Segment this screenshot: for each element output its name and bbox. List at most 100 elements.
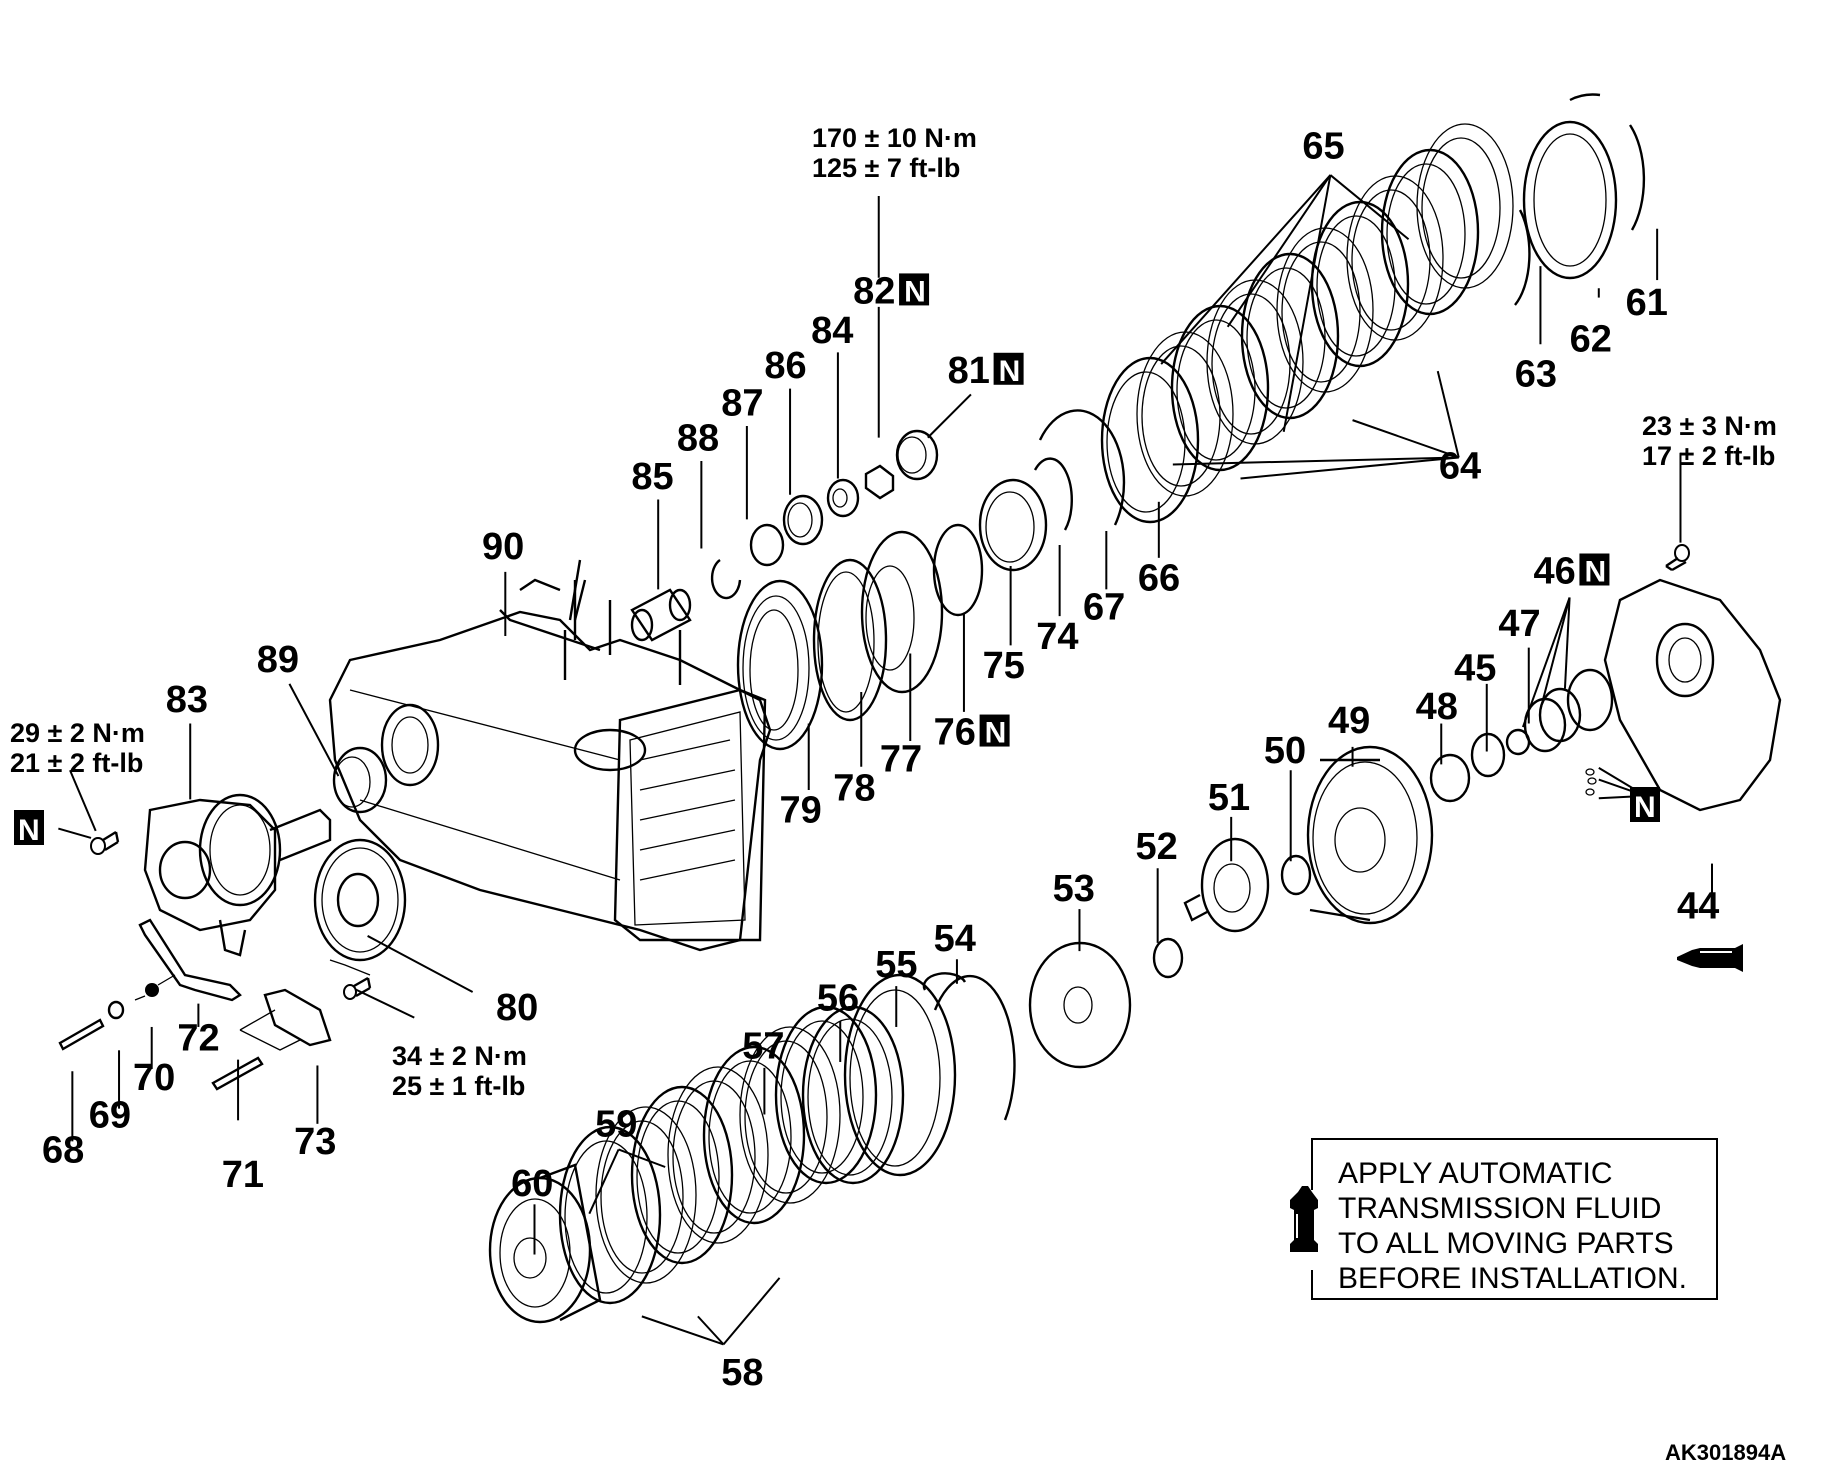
part-77-spring-retainer	[860, 530, 944, 694]
callout-44: 44	[1677, 885, 1719, 927]
callout-89: 89	[257, 639, 299, 681]
callout-number: 72	[177, 1017, 219, 1059]
new-part-marker-text: N	[904, 275, 926, 308]
clutch-plate	[702, 1045, 806, 1225]
callout-number: 87	[721, 382, 763, 424]
clutch-plate-inner	[1281, 241, 1361, 383]
callout-78: 78	[833, 768, 875, 810]
part-78-piston	[812, 558, 888, 722]
svg-text:N: N	[1634, 791, 1656, 824]
callout-number: 53	[1053, 868, 1095, 910]
new-part-marker-44-o-rings: N	[1630, 787, 1660, 824]
callout-number: 79	[780, 790, 822, 832]
part-55-piston	[843, 973, 957, 1177]
callout-51: 51	[1208, 777, 1250, 819]
callout-64: 64	[1439, 445, 1481, 487]
callout-number: 46	[1533, 551, 1575, 593]
callout-73: 73	[294, 1121, 336, 1163]
torque-83-imperial: 21 ± 2 ft-lb	[10, 748, 143, 778]
callout-87: 87	[721, 382, 763, 424]
leader-line	[367, 935, 474, 993]
callout-58: 58	[721, 1352, 763, 1394]
callout-60: 60	[511, 1163, 553, 1205]
new-part-marker	[899, 273, 930, 306]
part-83-differential	[143, 793, 332, 957]
leader-line	[722, 1277, 781, 1346]
callout-number: 69	[89, 1094, 131, 1136]
leader-line	[1521, 597, 1571, 728]
torque-80-imperial: 25 ± 1 ft-lb	[392, 1071, 525, 1101]
part-82-lock-nut	[864, 464, 895, 500]
callout-number: 52	[1135, 826, 1177, 868]
callout-number: 57	[742, 1025, 784, 1067]
torque-80-metric: 34 ± 2 N·m	[392, 1041, 527, 1071]
leader-line	[1539, 597, 1571, 710]
callout-number: 75	[983, 645, 1025, 687]
callout-number: 47	[1498, 603, 1540, 645]
clutch-plate	[1136, 331, 1234, 497]
clutch-plate	[1416, 123, 1514, 289]
part-44-rear-cover	[1603, 578, 1782, 812]
clutch-plate-inner	[1421, 137, 1501, 279]
callout-62: 62	[1570, 318, 1612, 360]
part-62-reaction-plate	[1522, 120, 1618, 280]
callout-57: 57	[742, 1025, 784, 1067]
callout-number: 49	[1328, 700, 1370, 742]
callout-number: 58	[721, 1352, 763, 1394]
leader-line	[1436, 370, 1460, 458]
part-64-66-clutch-pack	[1100, 123, 1514, 524]
leader-line	[641, 1315, 724, 1346]
part-85-sleeve	[630, 588, 692, 642]
callout-number: 86	[764, 345, 806, 387]
callout-84: 84	[811, 310, 853, 352]
callout-68: 68	[42, 1129, 84, 1171]
part-90-transmission-case	[328, 559, 772, 952]
part-86-bearing-race	[782, 494, 824, 546]
torque-spec-80-bolt: 34 ± 2 N·m 25 ± 1 ft-lb	[392, 1041, 527, 1101]
callout-61: 61	[1626, 282, 1668, 324]
clutch-plate	[1206, 279, 1304, 445]
callout-number: 59	[595, 1104, 637, 1146]
leader-line	[1240, 456, 1459, 480]
callout-number: 63	[1515, 353, 1557, 395]
callout-number: 55	[875, 944, 917, 986]
part-71-pin	[211, 1056, 264, 1091]
torque-82-metric: 170 ± 10 N·m	[812, 123, 977, 153]
callout-number: 66	[1138, 558, 1180, 600]
part-51-hub	[1183, 837, 1270, 933]
callout-56: 56	[817, 978, 859, 1020]
callout-number: 74	[1036, 616, 1078, 658]
clutch-plate-inner	[708, 1060, 792, 1214]
part-81-cap	[895, 429, 939, 481]
callout-number: 48	[1416, 686, 1458, 728]
new-part-marker-text: N	[1584, 556, 1606, 589]
callout-number: 56	[817, 978, 859, 1020]
callout-46: 46 N	[1533, 551, 1610, 593]
clutch-plate-inner	[1351, 189, 1431, 331]
callout-45: 45	[1454, 647, 1496, 689]
callout-number: 83	[166, 679, 208, 721]
leader-line	[355, 988, 415, 1019]
callout-53: 53	[1053, 868, 1095, 910]
callout-48: 48	[1416, 686, 1458, 728]
note-line-2: TRANSMISSION FLUID	[1338, 1192, 1661, 1225]
part-n-o-rings	[1585, 768, 1597, 796]
new-part-marker	[979, 714, 1010, 747]
part-50-thrust-washer	[1280, 854, 1312, 896]
callout-70: 70	[133, 1057, 175, 1099]
callout-86: 86	[764, 345, 806, 387]
callout-number: 71	[222, 1154, 264, 1196]
note-line-1: APPLY AUTOMATIC	[1338, 1157, 1613, 1190]
part-88-snap-ring	[710, 559, 742, 600]
callout-number: 88	[677, 417, 719, 459]
clutch-plate	[558, 1125, 662, 1305]
atf-note-box: APPLY AUTOMATIC TRANSMISSION FLUID TO AL…	[1290, 1138, 1718, 1300]
clutch-plate	[595, 1106, 697, 1284]
part-89-oil-seal	[332, 746, 388, 814]
callout-number: 65	[1302, 126, 1344, 168]
callout-number: 50	[1264, 730, 1306, 772]
note-line-3: TO ALL MOVING PARTS	[1338, 1227, 1674, 1260]
callout-90: 90	[482, 526, 524, 568]
